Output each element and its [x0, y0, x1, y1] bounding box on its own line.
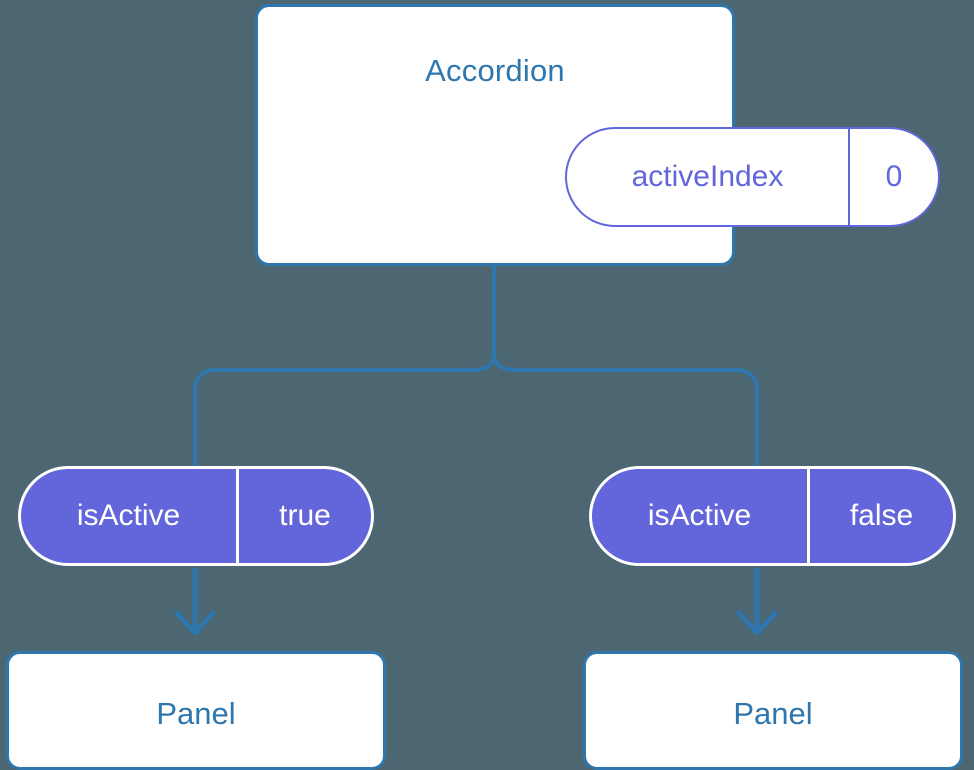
- prop-pill-key: isActive: [76, 499, 181, 532]
- connector-branch-right: [492, 351, 759, 466]
- prop-pill-is-active-false[interactable]: isActive false: [589, 466, 956, 566]
- component-node-accordion[interactable]: Accordion activeIndex 0: [255, 4, 940, 266]
- state-pill-key: activeIndex: [631, 160, 784, 193]
- component-node-title: Panel: [733, 696, 813, 731]
- connector-branch-left: [193, 351, 496, 466]
- arrow-head-right: [736, 610, 778, 636]
- prop-pill-is-active-true[interactable]: isActive true: [18, 466, 374, 566]
- state-pill-active-index[interactable]: activeIndex 0: [565, 127, 940, 227]
- prop-pill-value: true: [236, 469, 371, 563]
- component-node-panel-left[interactable]: Panel: [6, 651, 386, 770]
- component-node-panel-right[interactable]: Panel: [583, 651, 963, 770]
- component-node-title: Accordion: [425, 53, 565, 88]
- component-node-title: Panel: [156, 696, 236, 731]
- prop-pill-value: false: [807, 469, 953, 563]
- state-pill-value: 0: [848, 129, 938, 225]
- arrow-head-left: [174, 610, 216, 636]
- prop-pill-key: isActive: [647, 499, 752, 532]
